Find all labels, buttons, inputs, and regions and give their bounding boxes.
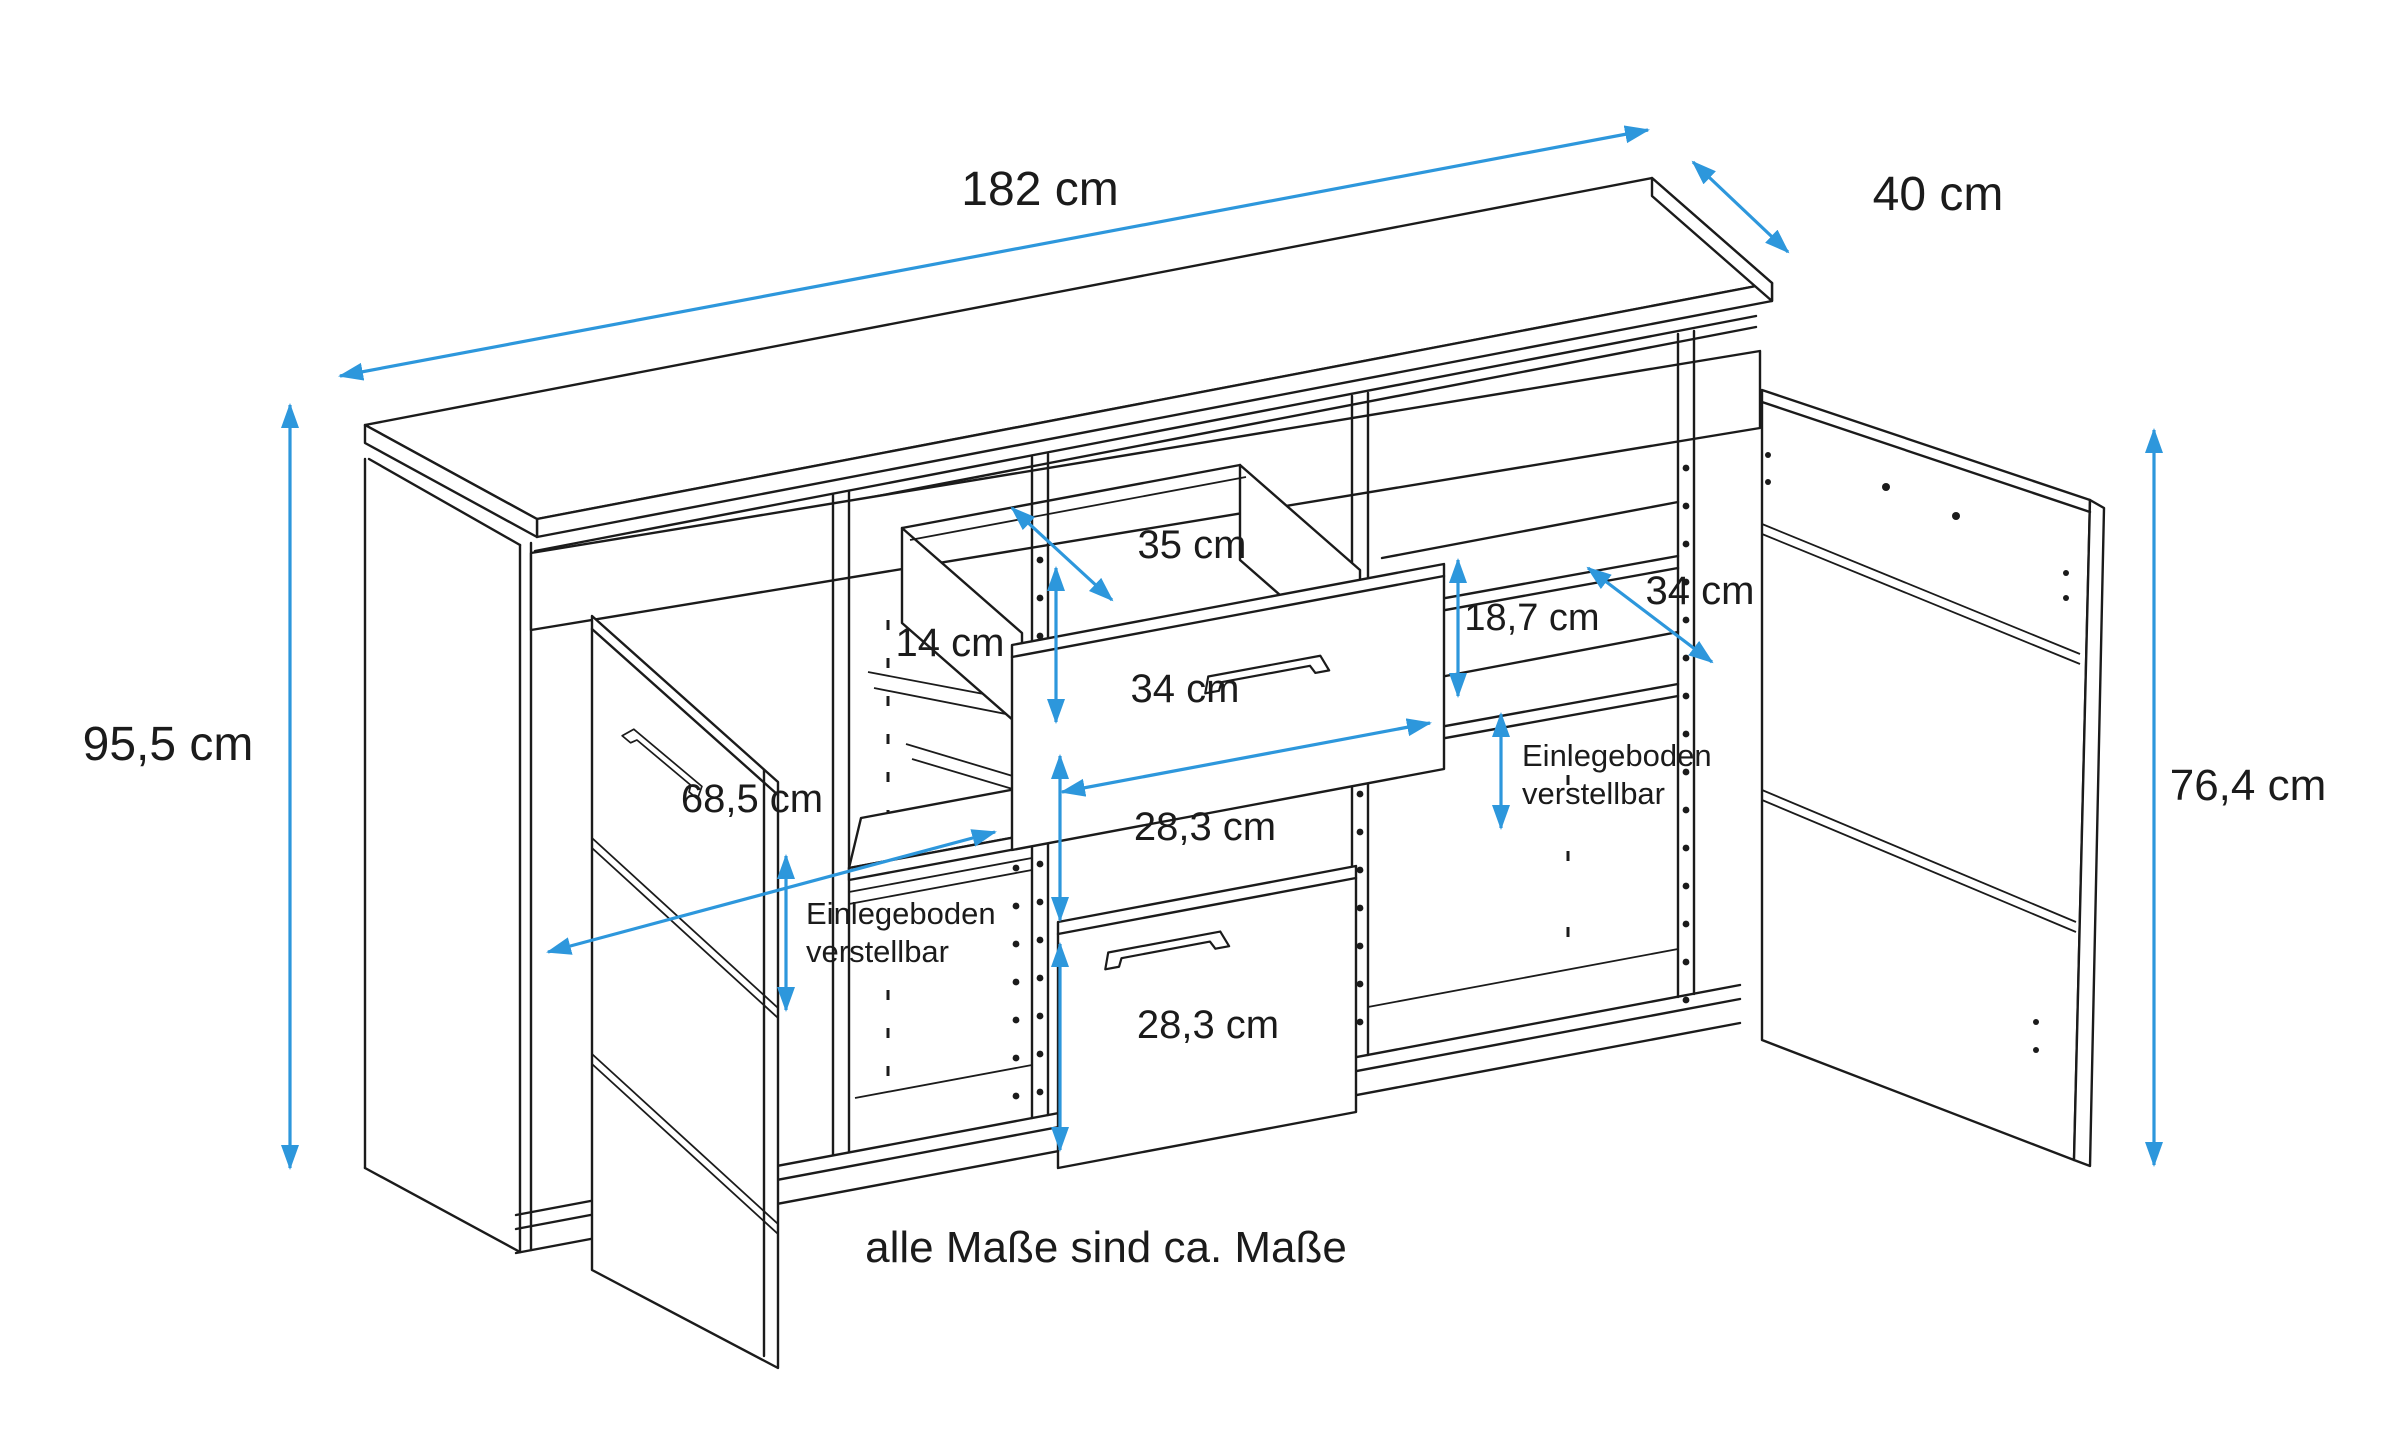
label-adjustable-shelf-right-line2: verstellbar [1522,776,1665,811]
label-drawer-depth: 35 cm [1138,523,1247,567]
label-door-height: 76,4 cm [2170,761,2327,810]
label-adjustable-shelf-left-line2: verstellbar [806,934,949,969]
arrow-total-depth [1691,160,1790,254]
dimension-arrows [281,125,2163,1170]
left-floor-back-edge [854,1064,1033,1099]
dimension-labels: 182 cm 40 cm 95,5 cm 35 cm 14 cm 34 cm 1… [83,163,2327,1272]
label-total-width: 182 cm [961,163,1118,216]
right-floor-back-edge [1367,948,1679,1008]
label-lower-compartment-height: 28,3 cm [1137,1003,1279,1047]
left-door-open[interactable] [590,614,780,1370]
arrow-drawer-depth [1010,506,1114,602]
label-right-shelf-depth: 34 cm [1646,569,1755,613]
footer-note: alle Maße sind ca. Maße [865,1223,1347,1272]
inner-wall-edge [831,489,851,1157]
label-middle-compartment-height: 28,3 cm [1134,805,1276,849]
label-adjustable-shelf-right-line1: Einlegeboden [1522,738,1712,773]
arrow-right-shelf-depth [1586,566,1714,664]
label-total-height: 95,5 cm [83,718,254,771]
arrow-drawer-front-width [1060,718,1432,797]
label-drawer-front-height: 14 cm [896,621,1005,665]
front-apron [529,349,1762,632]
arrow-left-shelf-width [546,829,997,955]
label-left-shelf-width: 68,5 cm [681,777,823,821]
label-drawer-front-width: 34 cm [1131,667,1240,711]
label-total-depth: 40 cm [1873,168,2004,221]
door-fitting-holes [1765,452,2069,1053]
label-adjustable-shelf-left-line1: Einlegeboden [806,896,996,931]
label-drawer-compartment-height: 18,7 cm [1464,597,1599,639]
right-door-open[interactable] [1760,388,2106,1168]
left-side-panel [363,457,533,1254]
arrow-total-width [338,125,1650,381]
